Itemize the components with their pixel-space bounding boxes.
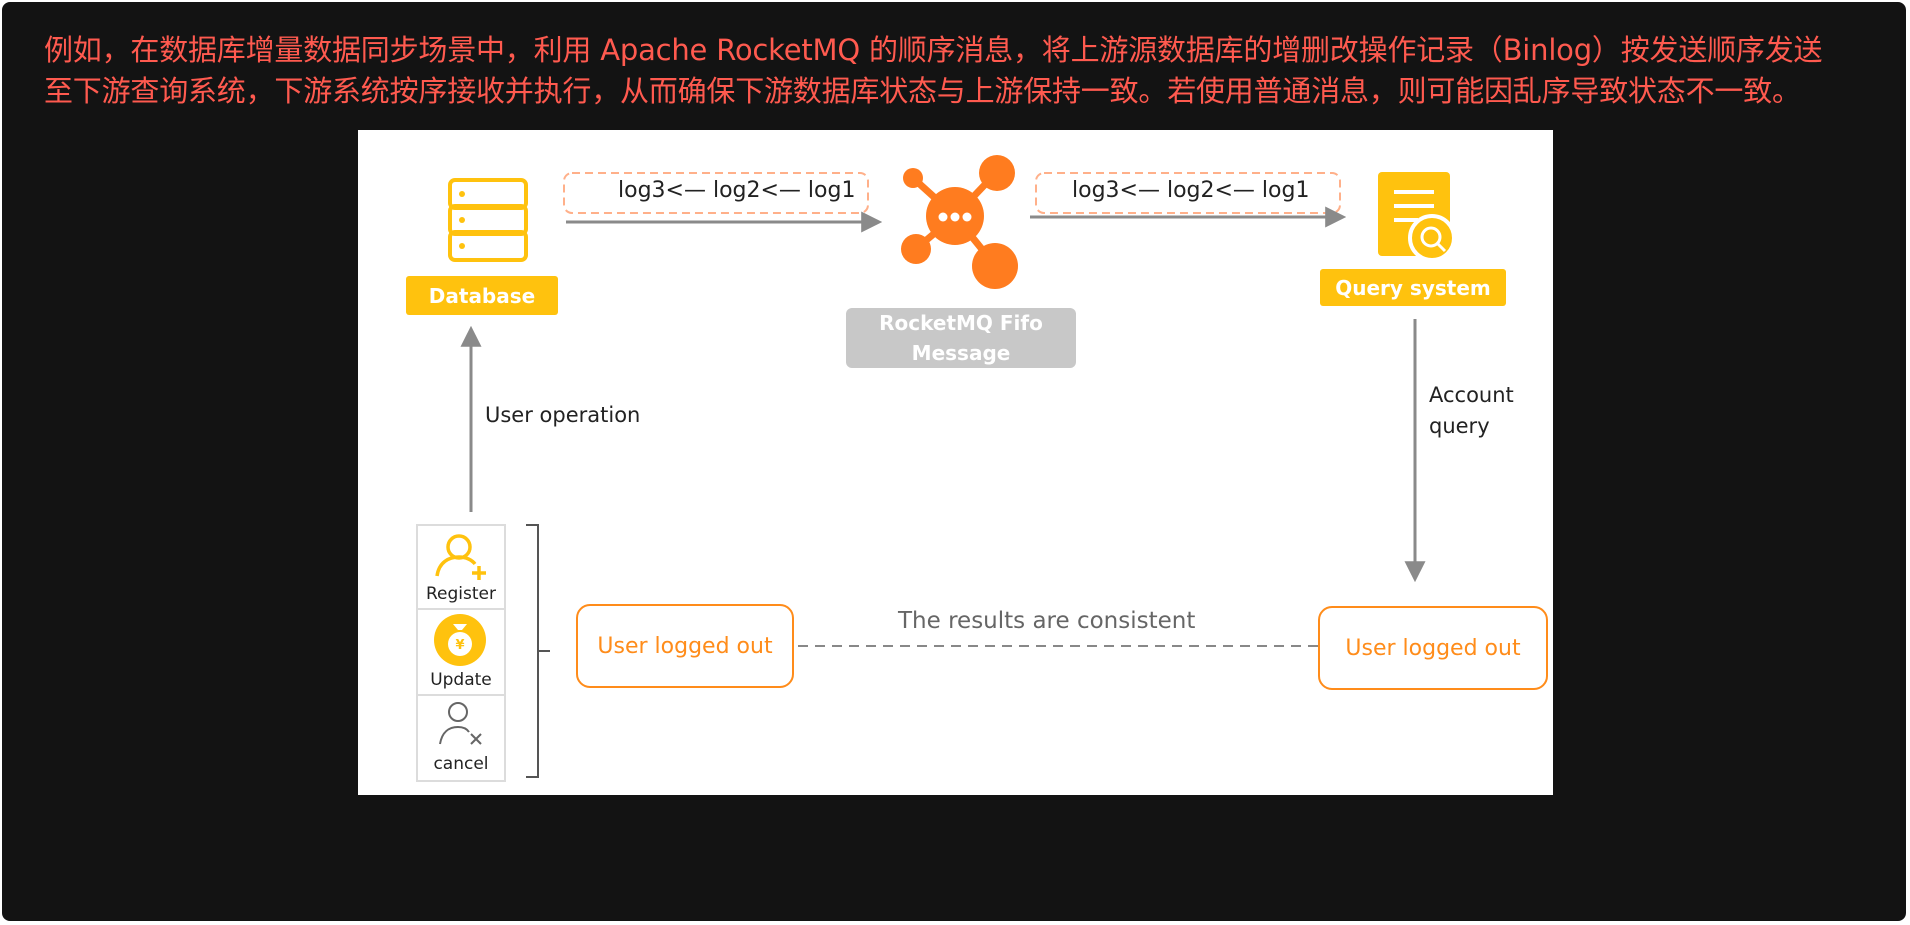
account-query-line-2: query <box>1429 414 1490 438</box>
log-sequence-right: log3<— log2<— log1 <box>1072 178 1310 203</box>
state-box-right: User logged out <box>1318 606 1548 690</box>
broker-label-line-2: Message <box>911 341 1011 365</box>
user-remove-icon <box>439 702 482 745</box>
caption-line-2: 至下游查询系统，下游系统按序接收并执行，从而确保下游数据库状态与上游保持一致。若… <box>44 74 1801 108</box>
operation-cancel: cancel <box>416 694 506 782</box>
operation-register: Register <box>416 524 506 612</box>
operation-cancel-label: cancel <box>433 754 489 774</box>
log-box-right <box>1035 172 1341 214</box>
caption-line-1: 例如，在数据库增量数据同步场景中，利用 Apache RocketMQ 的顺序消… <box>44 33 1823 67</box>
operation-register-label: Register <box>426 584 496 604</box>
operations-bracket <box>526 524 550 778</box>
query-document-icon <box>1378 172 1456 262</box>
operation-update: ¥ Update <box>416 608 506 698</box>
log-sequence-left: log3<— log2<— log1 <box>618 178 856 203</box>
money-bag-icon: ¥ <box>434 614 486 666</box>
diagram-canvas <box>448 155 1456 778</box>
database-icon <box>448 178 528 262</box>
query-system-label: Query system <box>1320 269 1506 306</box>
broker-label-line-1: RocketMQ Fifo <box>879 311 1043 335</box>
ordered-message-diagram: Database log3<— log2<— log1 log3<— log2<… <box>358 130 1553 795</box>
user-add-icon <box>435 534 486 580</box>
rocketmq-hub-icon <box>901 155 1018 289</box>
account-query-line-1: Account <box>1429 383 1514 407</box>
account-query-label: Account query <box>1429 380 1514 442</box>
operation-update-label: Update <box>430 670 492 690</box>
user-operation-label: User operation <box>485 403 641 427</box>
log-box-left <box>563 172 869 214</box>
database-label: Database <box>406 276 558 315</box>
svg-text:¥: ¥ <box>455 638 464 653</box>
broker-label: RocketMQ Fifo Message <box>846 308 1076 368</box>
caption: 例如，在数据库增量数据同步场景中，利用 Apache RocketMQ 的顺序消… <box>44 30 1904 112</box>
state-box-left: User logged out <box>576 604 794 688</box>
consistency-label: The results are consistent <box>898 608 1196 634</box>
